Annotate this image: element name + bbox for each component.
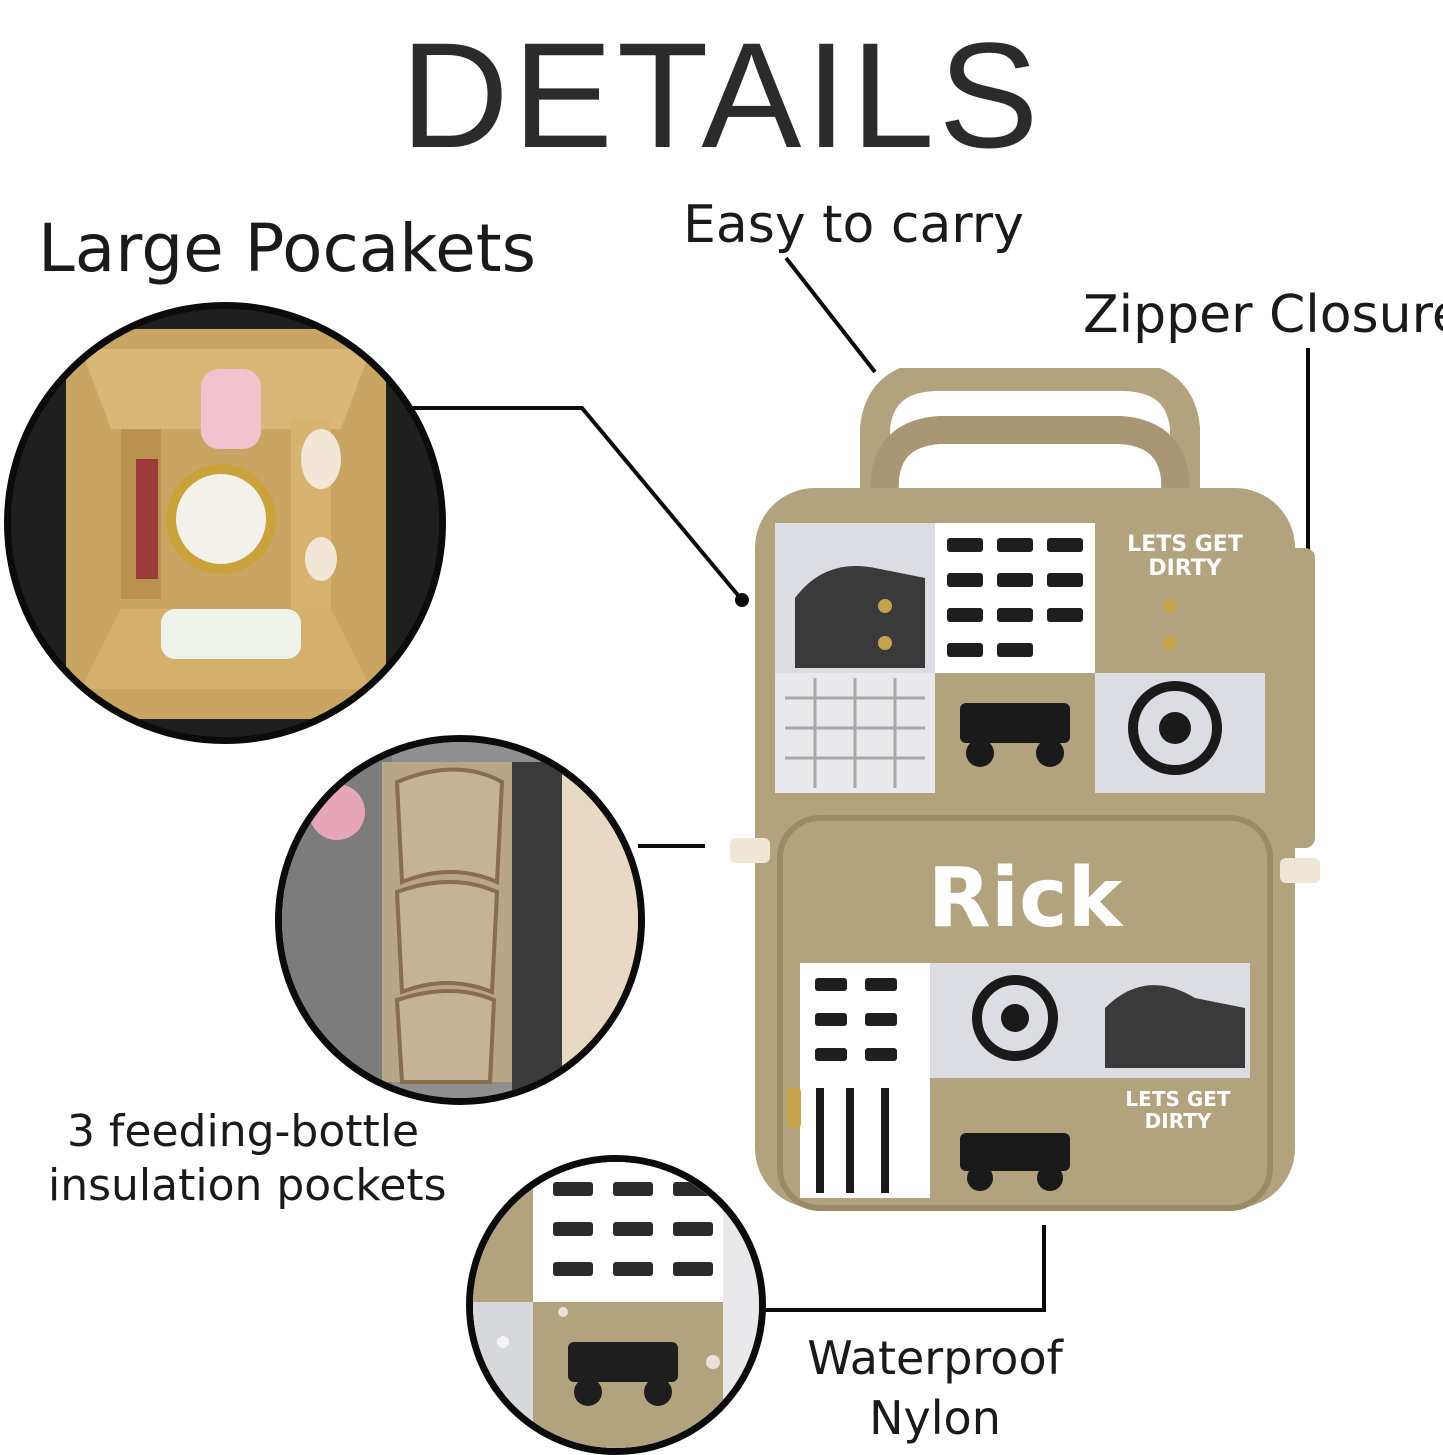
bottle-pockets-label-line2: insulation pockets (48, 1160, 447, 1211)
waterproof-label: Waterproof Nylon (805, 1328, 1065, 1448)
bag-name-text: Rick (927, 850, 1123, 946)
large-pockets-label: Large Pocakets (38, 210, 536, 287)
leader-line-waterproof (745, 1225, 1046, 1312)
leader-line-pockets (412, 406, 744, 602)
waterproof-label-line2: Nylon (869, 1391, 1001, 1445)
waterproof-image (473, 1162, 759, 1448)
backpack-illustration (730, 368, 1320, 1211)
leader-dot-pockets (735, 593, 749, 607)
bottle-pockets-label: 3 feeding-bottle insulation pockets (48, 1105, 447, 1213)
backpack: Rick LETS GET DIRTY LETS GET DIRTY (725, 368, 1325, 1228)
dirty-patch-top-line2: DIRTY (1148, 556, 1222, 581)
dirty-patch-bottom: LETS GET DIRTY (1103, 1088, 1253, 1132)
waterproof-label-line1: Waterproof (807, 1331, 1063, 1385)
dirty-patch-top-line1: LETS GET (1127, 532, 1243, 557)
bottle-pockets-label-line1: 3 feeding-bottle (66, 1106, 420, 1157)
dirty-patch-bottom-line2: DIRTY (1144, 1109, 1212, 1133)
bottle-pockets-detail (275, 735, 645, 1105)
waterproof-detail (466, 1155, 766, 1455)
easy-to-carry-label: Easy to carry (683, 195, 1024, 255)
dirty-patch-top: LETS GET DIRTY (1105, 533, 1265, 581)
zipper-closure-label: Zipper Closure (1083, 285, 1443, 345)
bottle-pockets-image (282, 742, 638, 1098)
dirty-patch-bottom-line1: LETS GET (1125, 1087, 1231, 1111)
leader-line-carry (784, 256, 877, 374)
interior-pockets-detail (4, 302, 446, 744)
interior-pockets-image (11, 309, 439, 737)
page-title: DETAILS (400, 11, 1043, 179)
